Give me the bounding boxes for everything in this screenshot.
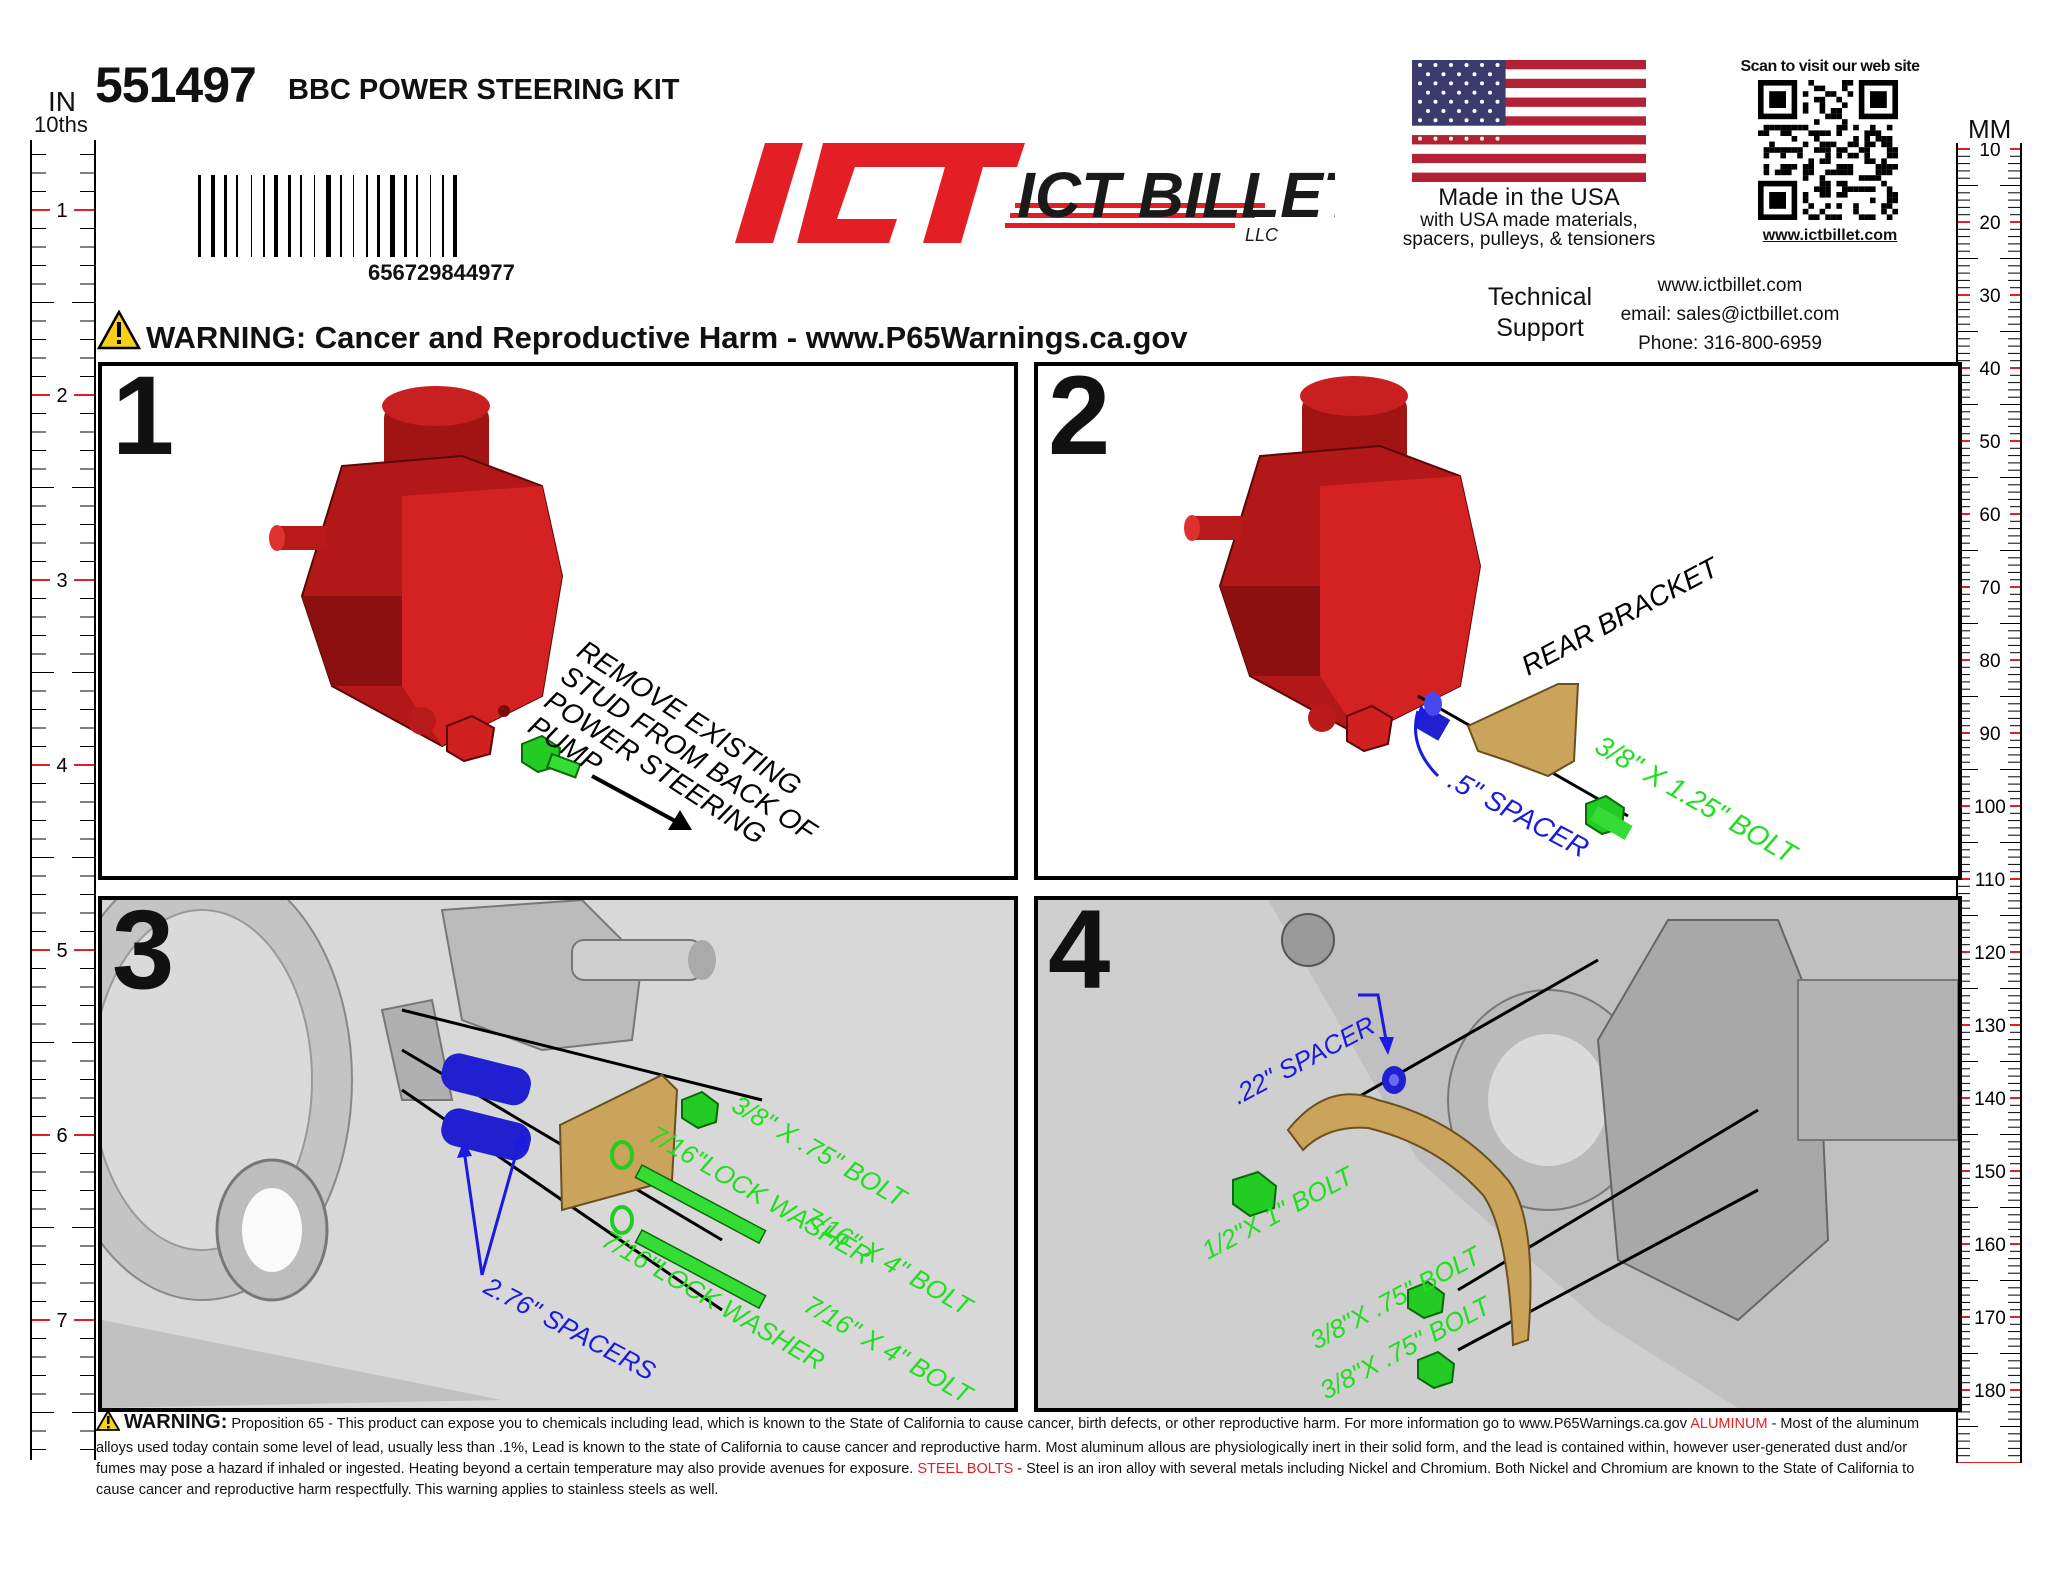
rear-bracket-icon — [1466, 683, 1580, 778]
step-1-callout: REMOVE EXISTING STUD FROM BACK OF POWER … — [523, 634, 823, 850]
pump-illustration — [269, 386, 564, 763]
support-email[interactable]: email: sales@ictbillet.com — [1620, 304, 1840, 325]
ruler-mm-label: 50 — [1979, 432, 2000, 453]
ruler-mm-label: 90 — [1979, 724, 2000, 745]
green-stud-icon — [521, 734, 582, 779]
step-1-panel: 1 REMOVE EXISTING STUD FROM BACK OF POWE… — [98, 362, 1018, 880]
step-3-number: 3 — [112, 896, 175, 1012]
part-number: 551497 — [95, 57, 257, 113]
ruler-in-sub: 10ths — [34, 112, 88, 137]
ruler-mm-label: 170 — [1974, 1308, 2006, 1329]
ruler-in-label: 4 — [56, 755, 67, 777]
ruler-mm-label: 160 — [1974, 1235, 2006, 1256]
barcode-bars — [198, 175, 457, 257]
rear-bracket-label: REAR BRACKET — [1516, 551, 1725, 682]
step-4-number: 4 — [1048, 896, 1111, 1012]
ruler-in-label: 3 — [56, 570, 67, 592]
tech-support-label: Technical Support — [1470, 282, 1610, 344]
ruler-mm-label: 80 — [1979, 651, 2000, 672]
long-bolt-icon — [634, 1163, 767, 1310]
ruler-mm-label: 110 — [1975, 870, 2005, 891]
ruler-mm-label: 120 — [1974, 943, 2006, 964]
ruler-in-label: 1 — [56, 200, 67, 222]
engine-illustration — [1038, 900, 1958, 1408]
ruler-in-label: 2 — [56, 385, 67, 407]
step-3-panel: 3 — [98, 896, 1018, 1412]
ruler-in-label: 5 — [56, 940, 67, 962]
ruler-mm-label: 30 — [1979, 286, 2000, 307]
barcode-number: 656729844977 — [368, 260, 515, 285]
us-flag-icon — [1412, 60, 1646, 182]
ruler-mm-label: 140 — [1974, 1089, 2006, 1110]
pump-gray-illustration — [380, 900, 716, 1101]
barcode — [198, 175, 660, 257]
support-phone: Phone: 316-800-6959 — [1638, 333, 1822, 354]
bolt-label: 3/8" X 1.25" BOLT — [1590, 729, 1803, 870]
step-4-panel: 4 .22" SPACER 1/2"X 1" BOLT 3 — [1034, 896, 1962, 1412]
warning-triangle-icon — [96, 309, 142, 350]
qr-caption: Scan to visit our web site — [1740, 58, 1920, 75]
ruler-mm-label: 180 — [1974, 1381, 2006, 1402]
made-in-usa-line3: spacers, pulleys, & tensioners — [1402, 229, 1656, 250]
green-bolt-icon — [681, 1090, 720, 1130]
ruler-inches: 1 2 3 4 5 6 7 — [30, 140, 96, 1460]
ruler-mm-unit: MM — [1968, 114, 2012, 144]
ruler-in-label: 7 — [56, 1310, 67, 1332]
footer-aluminum-label: ALUMINUM — [1690, 1416, 1768, 1432]
pump-illustration — [1184, 376, 1482, 753]
ruler-in-unit: IN — [48, 86, 76, 117]
footer-warning: WARNING: Proposition 65 - This product c… — [95, 1409, 1936, 1501]
spacer-label: .5" SPACER — [1443, 764, 1594, 864]
ruler-mm-label: 10 — [1979, 143, 2000, 161]
footer-warning-label: WARNING: — [124, 1411, 228, 1433]
prop65-warning: WARNING: Cancer and Reproductive Harm - … — [146, 320, 1188, 355]
arrow-icon — [591, 774, 692, 830]
made-in-usa-line2: with USA made materials, — [1420, 210, 1638, 231]
footer-text-3: - Steel is an iron alloy with several me… — [96, 1461, 1915, 1498]
ruler-mm: 10 20 30 40 50 60 70 80 90 100 110 120 130 140 150 160 1… — [1956, 138, 2022, 1464]
tech-support-line2: Support — [1496, 314, 1584, 342]
engine-cover-illustration — [102, 900, 1014, 1408]
footer-text-2: - Most of the aluminum alloys used today… — [96, 1416, 1920, 1477]
support-website[interactable]: www.ictbillet.com — [1657, 275, 1803, 296]
made-in-usa-line1: Made in the USA — [1438, 184, 1620, 211]
ruler-mm-label: 40 — [1979, 359, 2000, 380]
ict-billet-logo: ICT BILLET LLC — [725, 135, 1367, 250]
qr-url-link[interactable]: www.ictbillet.com — [1762, 227, 1898, 244]
lock-washer-icon — [610, 1140, 634, 1235]
kit-title: BBC POWER STEERING KIT — [288, 74, 680, 106]
step-2-panel: 2 REAR BRACKET .5" SPACER 3/8" X — [1034, 362, 1962, 880]
footer-text-1: Proposition 65 - This product can expose… — [231, 1416, 1687, 1432]
ruler-mm-label: 100 — [1974, 797, 2006, 818]
logo-llc: LLC — [1245, 225, 1279, 245]
qr-code[interactable] — [1758, 80, 1898, 220]
step-2-number: 2 — [1048, 362, 1111, 478]
green-bolt-icon — [1232, 1170, 1456, 1390]
green-bolt-icon — [1585, 794, 1633, 840]
footer-steel-label: STEEL BOLTS — [917, 1461, 1014, 1477]
ruler-mm-label: 60 — [1979, 505, 2000, 526]
curved-bracket-icon — [1286, 1093, 1532, 1347]
step-1-number: 1 — [112, 362, 175, 478]
warning-triangle-icon — [95, 1409, 121, 1438]
ruler-mm-label: 150 — [1974, 1162, 2006, 1183]
ruler-mm-label: 70 — [1979, 578, 2000, 599]
tech-support-line1: Technical — [1487, 283, 1593, 311]
ruler-mm-label: 130 — [1974, 1016, 2006, 1037]
blue-spacer-icon — [1382, 1066, 1406, 1094]
ruler-in-label: 6 — [56, 1125, 67, 1147]
logo-wordmark: ICT BILLET — [1017, 159, 1335, 231]
ruler-mm-label: 20 — [1979, 213, 2000, 234]
